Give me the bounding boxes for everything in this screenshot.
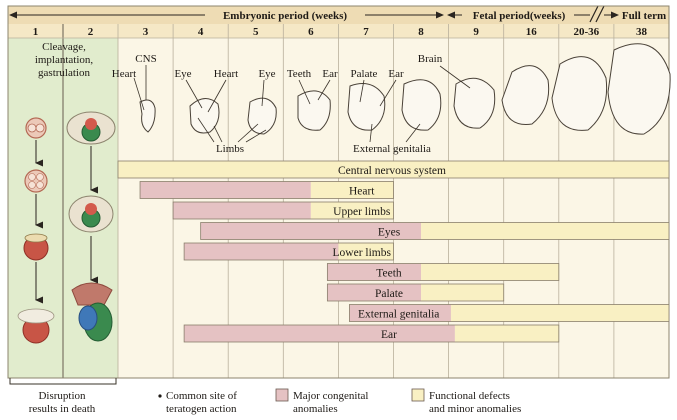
column1-label-line2: implantation, — [35, 54, 94, 66]
week-label: 6 — [308, 26, 314, 38]
week-label: 7 — [363, 26, 369, 38]
bar-label: Central nervous system — [338, 165, 446, 177]
teratogen-site-bullet-icon — [158, 394, 161, 397]
week-label: 16 — [526, 26, 538, 38]
bar-label: Eyes — [378, 227, 401, 239]
legend-death-line2: results in death — [29, 403, 96, 415]
bar-label: Upper limbs — [333, 206, 391, 218]
column1-label-line3: gastrulation — [38, 67, 90, 79]
anomaly-bar: Heart — [140, 182, 393, 199]
bar-label: Ear — [381, 329, 397, 341]
label-eye-week4: Eye — [174, 68, 191, 80]
anomaly-bar: Teeth — [327, 264, 558, 281]
functional-defect-segment — [421, 223, 669, 240]
legend-functional-line2: and minor anomalies — [429, 403, 521, 415]
label-ear-week6: Ear — [322, 68, 338, 80]
legend-teratogen-line1: Common site of — [166, 390, 237, 402]
death-bracket — [10, 378, 116, 384]
anomaly-bar: Ear — [184, 325, 559, 342]
label-cns: CNS — [135, 53, 156, 65]
anomaly-bar: Upper limbs — [173, 202, 393, 219]
legend-death-line1: Disruption — [38, 390, 86, 402]
week-label: 3 — [143, 26, 149, 38]
anomaly-bar: Eyes — [201, 223, 669, 240]
legend-major-swatch — [276, 389, 288, 401]
bar-label: External genitalia — [358, 309, 439, 321]
anomaly-bar: Lower limbs — [184, 243, 393, 260]
major-anomaly-segment — [173, 202, 311, 219]
bar-label: Palate — [375, 288, 403, 300]
label-heart-week3: Heart — [112, 68, 136, 80]
major-anomaly-segment — [140, 182, 311, 199]
embryonic-disc-icon — [72, 283, 112, 305]
bar-label: Heart — [349, 186, 375, 198]
week-label: 38 — [636, 26, 648, 38]
legend-major-line1: Major congenital — [293, 390, 368, 402]
label-limbs: Limbs — [216, 143, 244, 155]
functional-defect-segment — [455, 325, 559, 342]
major-anomaly-segment — [327, 264, 421, 281]
legend-major-line2: anomalies — [293, 403, 338, 415]
label-heart-week4: Heart — [214, 68, 238, 80]
week-label: 4 — [198, 26, 204, 38]
full-term-title: Full term — [622, 10, 666, 22]
week-label: 2 — [88, 26, 94, 38]
fetus-week9-icon — [454, 78, 495, 128]
legend-teratogen-line2: teratogen action — [166, 403, 237, 415]
embryo-week8-icon — [402, 80, 441, 130]
label-external-genitalia: External genitalia — [353, 143, 431, 155]
legend-functional-line1: Functional defects — [429, 390, 510, 402]
major-anomaly-segment — [184, 325, 455, 342]
label-brain: Brain — [418, 53, 443, 65]
label-eye-week5: Eye — [258, 68, 275, 80]
week-label: 5 — [253, 26, 259, 38]
anomaly-bar: External genitalia — [349, 305, 669, 322]
label-ear-week7: Ear — [388, 68, 404, 80]
fetus-week20-36-icon — [552, 57, 607, 131]
functional-defect-segment — [451, 305, 669, 322]
morula-cell-icon — [25, 170, 47, 192]
embryonic-period-title: Embryonic period (weeks) — [223, 10, 347, 22]
anomaly-bar: Central nervous system — [118, 161, 669, 178]
label-palate: Palate — [351, 68, 378, 80]
legend-functional-swatch — [412, 389, 424, 401]
week-label: 8 — [418, 26, 424, 38]
bar-label: Lower limbs — [333, 247, 392, 259]
week-label: 1 — [33, 26, 39, 38]
week-label: 20-36 — [574, 26, 600, 38]
column1-label-line1: Cleavage, — [42, 41, 86, 53]
anomaly-bar: Palate — [327, 284, 503, 301]
embryo-week6-icon — [298, 91, 330, 130]
major-anomaly-segment — [184, 243, 338, 260]
week-label: 9 — [473, 26, 479, 38]
functional-defect-segment — [421, 264, 559, 281]
bar-label: Teeth — [376, 268, 402, 280]
label-teeth: Teeth — [287, 68, 312, 80]
embryo-week7-icon — [348, 84, 385, 131]
fetal-period-title: Fetal period(weeks) — [473, 10, 566, 22]
functional-defect-segment — [421, 284, 504, 301]
